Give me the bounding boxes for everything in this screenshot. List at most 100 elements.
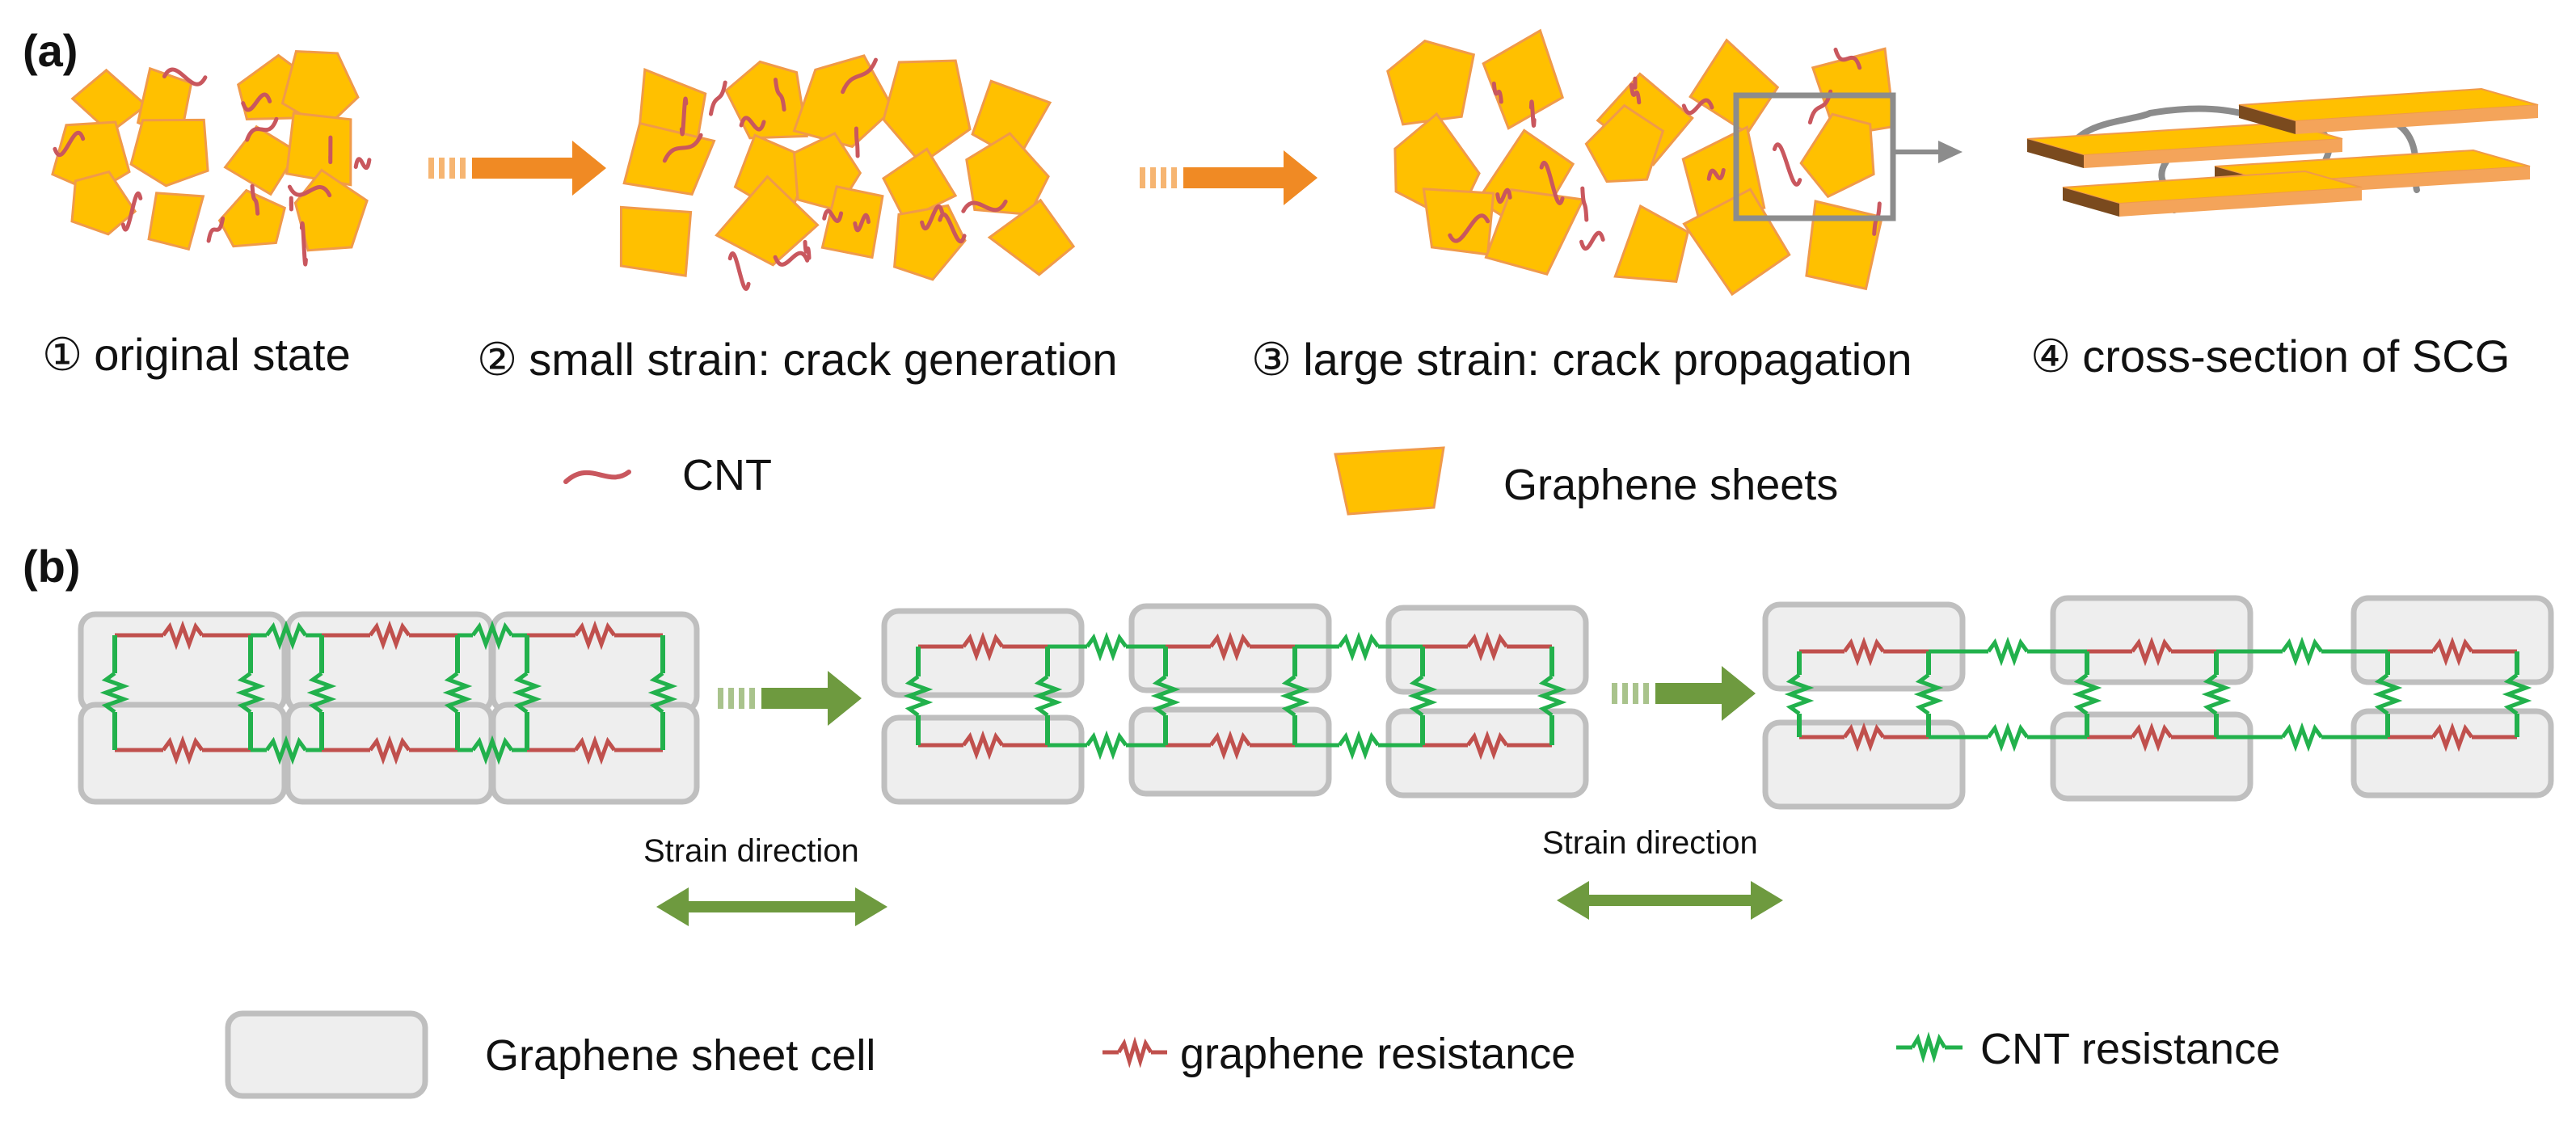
graphene-resistor (573, 735, 617, 765)
graphene-sheet (882, 59, 972, 166)
cell-legend-icon (225, 1010, 428, 1099)
cnt-resistance-legend-icon (1896, 1031, 1963, 1064)
graphene-resistor (1842, 636, 1886, 667)
arrow-dash (1622, 683, 1628, 704)
arrow-dash (1612, 683, 1617, 704)
cnt-fiber (353, 157, 372, 171)
graphene-resistor (2431, 722, 2474, 752)
graphene-sheet (280, 49, 360, 130)
graphene-resistor (573, 620, 617, 651)
arrow-dash (1150, 167, 1156, 188)
graphene-resistor (1842, 722, 1886, 752)
graphene-resistor (2130, 636, 2173, 667)
cnt-fiber (1833, 47, 1862, 70)
strain-direction-label-2: Strain direction (1542, 825, 1758, 861)
graphene-resistance-legend-icon (1102, 1036, 1167, 1068)
strain-direction-arrow-1 (656, 887, 887, 926)
graphene-resistor (368, 735, 411, 765)
step-text: small strain: crack generation (529, 334, 1117, 385)
graphene-resistor (961, 631, 1005, 662)
cnt-fiber (1528, 99, 1537, 128)
cnt-resistor (1537, 674, 1567, 718)
graphene-sheet (70, 68, 149, 135)
graphene-sheet (70, 170, 137, 236)
graphene-sheet-cell (490, 702, 700, 805)
cnt-legend-icon (563, 470, 631, 484)
cnt-fiber (53, 130, 86, 158)
cnt-resistor (1337, 631, 1381, 662)
graphene-sheet-edge (2296, 105, 2538, 134)
graphene-sheet (965, 132, 1050, 216)
cnt-resistor (1032, 674, 1063, 718)
cnt-fiber (206, 216, 226, 243)
graphene-sheet-side (2239, 105, 2296, 134)
cnt-fiber (245, 116, 279, 142)
cnt-fiber (1772, 142, 1802, 187)
graphene-resistor (161, 620, 204, 651)
graphene-sheet (792, 54, 895, 149)
graphene-resistor (1465, 730, 1509, 761)
cnt-fiber (1539, 160, 1565, 205)
cnt-legend-label: CNT (682, 451, 772, 499)
cnt-resistor (1784, 672, 1815, 716)
graphene-sheet-cell (285, 702, 495, 805)
cnt-fiber (1495, 188, 1512, 204)
cnt-resistor (2280, 722, 2324, 752)
cnt-fiber (1629, 82, 1642, 105)
process-arrows-b (718, 666, 1756, 726)
arrow-dash (428, 158, 434, 179)
cnt-resistor (1085, 631, 1128, 662)
circuit-small-strain (881, 603, 1589, 805)
cnt-fiber (920, 204, 945, 231)
cnt-fiber (1448, 213, 1490, 243)
arrow-dash (1643, 683, 1649, 704)
graphene-sheet (1689, 38, 1780, 135)
graphene-resistance-legend-label: graphene resistance (1180, 1030, 1575, 1078)
cnt-resistor (1986, 636, 2030, 667)
cnt-fiber (287, 184, 332, 198)
cnt-fiber (2066, 105, 2258, 161)
step-number: ② (477, 334, 517, 385)
cnt-resistor (2280, 636, 2324, 667)
graphene-sheet-cell (1385, 605, 1589, 695)
cnt-fiber (853, 213, 871, 233)
cross-section-illustration (2026, 87, 2539, 217)
cnt-fiber (774, 78, 786, 112)
cnt-fiber (662, 133, 703, 163)
arrow-dash (449, 158, 455, 179)
graphene-resistor (1116, 1036, 1153, 1068)
cnt-fiber (938, 212, 967, 244)
graphene-sheet (715, 175, 820, 267)
cnt-resistor (442, 671, 473, 714)
cnt-resistor (1280, 674, 1310, 718)
arrow-dash (739, 688, 744, 709)
large-strain-illustration (1386, 28, 1896, 297)
arrow-dash (1633, 683, 1638, 704)
graphene-sheet-side (2027, 139, 2084, 168)
cnt-fiber (1579, 230, 1605, 251)
graphene-sheet-cell (1385, 708, 1589, 799)
graphene-sheet-side (2063, 188, 2119, 217)
graphene-sheet-cell (78, 702, 288, 805)
graphene-sheet (1805, 200, 1884, 291)
cnt-resistor (903, 674, 934, 718)
process-arrow (472, 141, 606, 196)
graphene-sheet (820, 185, 884, 259)
graphene-resistor (2431, 636, 2474, 667)
cnt-fiber (709, 80, 727, 116)
graphene-sheet-edge (2119, 188, 2362, 217)
cnt-fiber (854, 126, 860, 158)
graphene-legend-label: Graphene sheets (1503, 461, 1838, 509)
graphene-resistor (961, 730, 1005, 761)
zoom-arrow (1893, 141, 1963, 163)
circuit-original (78, 611, 700, 805)
graphene-resistor (1208, 730, 1252, 761)
graphene-sheet (285, 112, 352, 187)
arrow-dash (728, 688, 734, 709)
graphene-sheet-cell (2350, 708, 2554, 799)
original-state-illustration (51, 49, 372, 267)
cnt-resistor (1337, 730, 1381, 761)
